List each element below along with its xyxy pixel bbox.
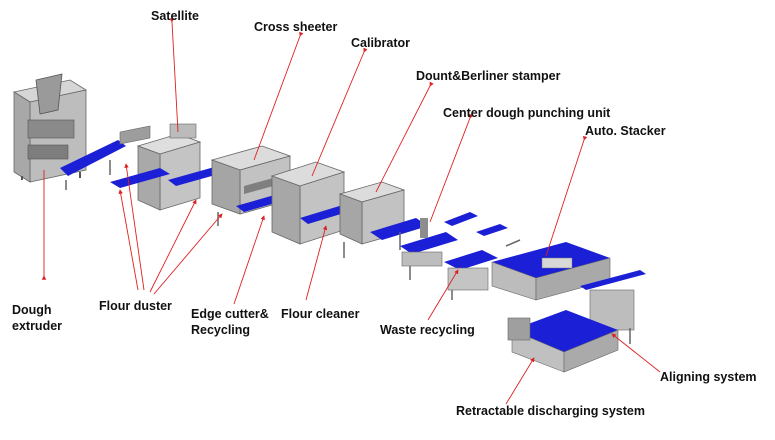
leader-waste [427,269,459,321]
label-cross-sheeter: Cross sheeter [254,20,338,34]
label-retractable: Retractable discharging system [456,404,645,418]
label-edge-line1: Edge cutter& [191,307,269,321]
leader-calibrator [311,47,368,177]
label-waste: Waste recycling [380,323,475,337]
label-calibrator: Calibrator [351,36,411,50]
leader-cross-sheeter [253,31,304,161]
auto-stacker-machine [491,239,611,301]
leader-flour-duster-1 [118,189,139,291]
leader-flour-duster-2 [124,163,145,291]
stamper-machine [338,181,428,258]
leader-flour-cleaner [305,225,328,301]
dough-extruder-machine [12,73,88,183]
leader-flour-duster-4 [153,213,223,295]
leader-lines [41,18,661,405]
label-dough-line1: Dough [12,303,52,317]
label-flour-cleaner: Flour cleaner [281,307,360,321]
belt-segment [168,166,226,186]
label-flour-duster: Flour duster [99,299,172,313]
leader-aligning [611,333,661,373]
leader-satellite [169,18,179,133]
satellite-machine [110,123,202,211]
punching-unit-machine [400,212,478,280]
leader-stamper [375,81,434,193]
leader-punching [429,113,474,223]
label-punching: Center dough punching unit [443,106,611,120]
incline-conveyor [60,140,126,190]
label-edge-line2: Recycling [191,323,251,337]
leader-edge-cutter [233,215,265,305]
leader-retractable [505,357,535,405]
label-dough-line2: extruder [12,319,63,333]
label-aligning: Aligning system [660,370,757,384]
leader-flour-duster-3 [149,199,197,293]
label-satellite: Satellite [151,9,199,23]
leader-stacker [545,135,588,257]
label-stacker: Auto. Stacker [585,124,666,138]
retractable-discharging-machine [507,310,619,373]
label-stamper: Dount&Berliner stamper [416,69,561,83]
